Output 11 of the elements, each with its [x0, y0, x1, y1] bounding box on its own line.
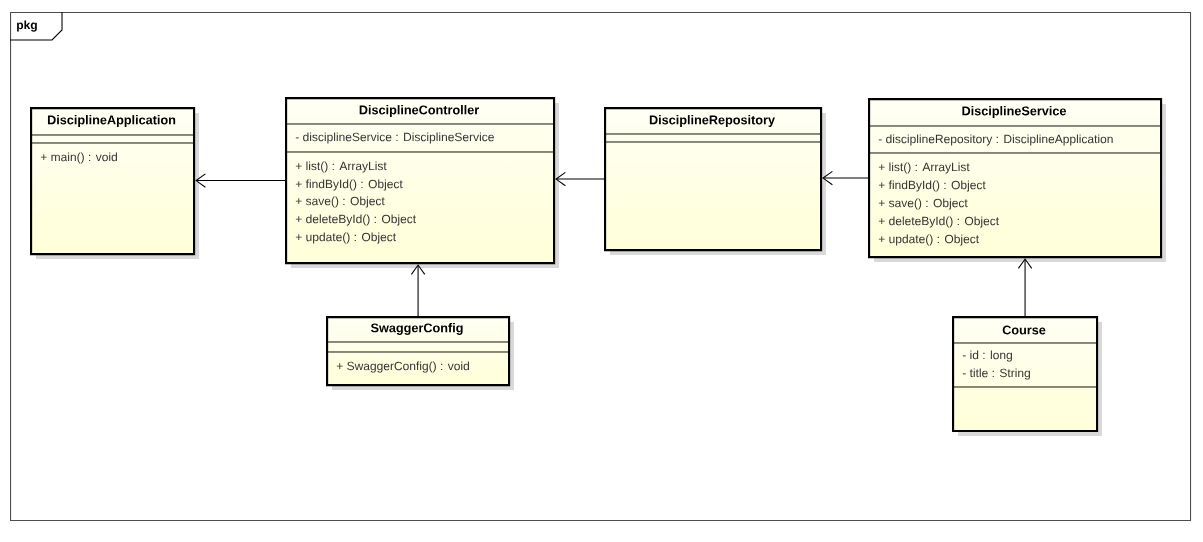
arrow [410, 264, 426, 317]
class-box: DisciplineRepository [603, 107, 826, 255]
class-box: DisciplineService - disciplineRepository : DisciplineApplication + list() : ArrayList + findById() : Object + save() : Object + deleteById() : Object + update() : Object [867, 98, 1166, 262]
class-box: DisciplineController - disciplineService : DisciplineService + list() : ArrayList + findById() : Object + save() : Object + deleteById() : Object + update() : Object [284, 97, 559, 268]
arrow [555, 171, 605, 187]
class-box: DisciplineApplication + main() : void [29, 107, 199, 259]
class-box: SwaggerConfig + SwaggerConfig() : void [325, 316, 514, 390]
arrow [195, 173, 286, 188]
arrow [822, 170, 869, 186]
class-box: Course - id : long - title : String [951, 316, 1102, 436]
arrow [1017, 258, 1033, 317]
